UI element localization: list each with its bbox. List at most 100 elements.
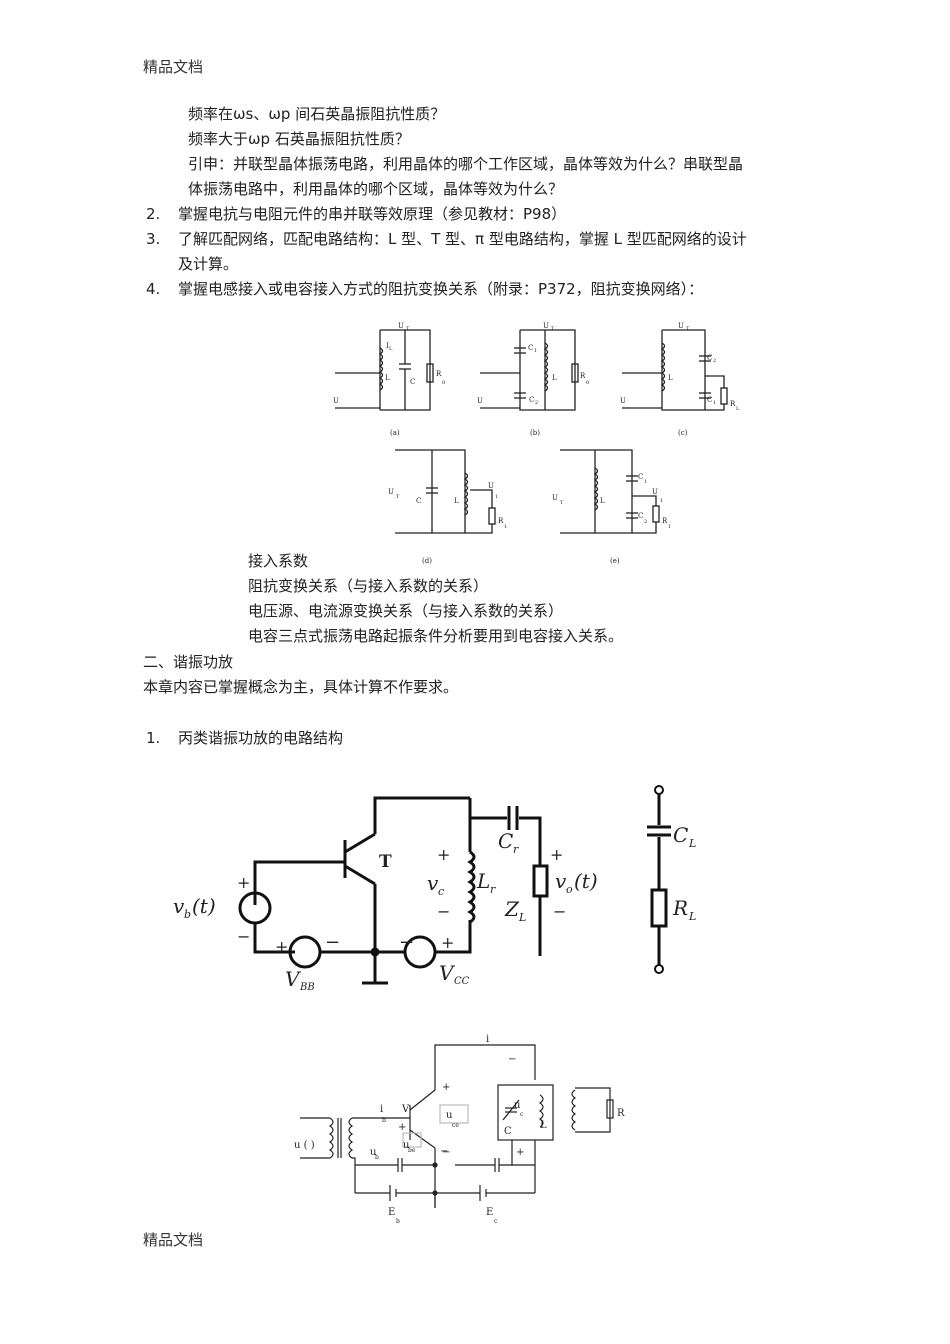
sub-item-2: 阻抗变换关系（与接入系数的关系） [248,577,489,595]
section-description: 本章内容已掌握概念为主，具体计算不作要求。 [143,678,459,696]
svg-text:T: T [551,326,555,332]
class-c-transformer-circuit: i ib V + uce ube + − ub u ( ) uc C L R −… [294,1034,625,1225]
svg-text:L: L [454,497,459,505]
svg-text:(b): (b) [530,429,540,437]
svg-text:CC: CC [454,976,470,987]
svg-text:L: L [389,346,393,352]
item-3-number: 3. [146,230,161,248]
question-line-2: 频率大于ωp 石英晶振阻抗性质？ [188,130,410,148]
svg-text:ce: ce [452,1122,459,1129]
page-footer: 精品文档 [143,1231,204,1249]
svg-text:(e): (e) [610,557,620,565]
svg-text:T: T [560,500,564,506]
svg-text:V: V [401,1104,410,1115]
svg-text:R: R [580,372,586,380]
svg-text:0: 0 [586,380,589,386]
svg-text:1: 1 [495,494,498,500]
svg-text:L: L [518,911,526,924]
svg-text:R: R [498,517,504,525]
svg-text:(t): (t) [574,869,598,893]
circuit-c [622,329,728,411]
sub-item-1: 接入系数 [248,552,309,570]
circuit-b [480,329,579,411]
item-1-text: 丙类谐振功放的电路结构 [178,729,344,747]
question-line-4: 体振荡电路中，利用晶体的哪个区域，晶体等效为什么？ [188,180,564,198]
svg-text:R: R [436,370,442,378]
circuit-d [395,449,496,534]
svg-text:2: 2 [644,519,647,525]
svg-text:I: I [386,342,389,350]
svg-text:R: R [672,896,688,920]
svg-text:C: C [410,378,415,386]
svg-text:be: be [408,1147,416,1154]
svg-text:r: r [513,843,519,856]
svg-text:C: C [707,396,712,404]
svg-text:C: C [528,344,533,352]
svg-text:T: T [396,494,400,500]
svg-text:U: U [477,397,483,405]
svg-text:1: 1 [534,348,537,354]
svg-text:U: U [488,482,494,490]
svg-text:−: − [325,932,340,953]
svg-text:−: − [442,1147,450,1158]
svg-text:V: V [439,961,456,985]
item-2-number: 2. [146,205,161,223]
svg-text:b: b [382,1117,386,1124]
svg-text:−: − [237,927,250,946]
svg-text:C: C [707,354,712,362]
svg-text:U: U [388,488,394,496]
svg-text:r: r [490,883,496,896]
svg-text:u: u [446,1110,453,1121]
item-3-text: 了解匹配网络，匹配电路结构：L 型、T 型、π 型电路结构，掌握 L 型匹配网络… [178,230,747,248]
svg-text:C: C [638,512,643,520]
svg-text:0: 0 [442,380,445,386]
svg-text:c: c [520,1111,524,1118]
svg-text:b: b [375,1154,379,1161]
svg-text:b: b [396,1218,400,1225]
svg-text:T: T [406,326,410,332]
svg-text:v: v [427,871,439,895]
svg-text:+: + [398,1122,406,1133]
circuit-a [335,329,434,411]
question-line-3: 引申：并联型晶体振荡电路，利用晶体的哪个工作区域，晶体等效为什么？串联型晶 [188,155,744,173]
svg-text:U: U [398,322,404,330]
svg-text:u ( ): u ( ) [294,1140,315,1151]
svg-text:1: 1 [668,524,671,530]
svg-text:v: v [555,869,567,893]
item-2-text: 掌握电抗与电阻元件的串并联等效原理（参见教材：P98） [178,205,567,223]
svg-text:L: L [385,374,390,382]
svg-text:C: C [638,473,643,481]
svg-text:i: i [486,1034,489,1045]
svg-text:R: R [617,1108,625,1119]
svg-text:C: C [504,1126,512,1137]
svg-text:2: 2 [713,358,716,364]
svg-text:C: C [529,396,534,404]
question-line-1: 频率在ωs、ωp 间石英晶振阻抗性质？ [188,105,446,123]
svg-text:+: + [442,1082,450,1093]
svg-text:T: T [686,326,690,332]
svg-text:+: + [516,1147,524,1158]
svg-text:L: L [668,374,673,382]
svg-text:v: v [173,894,185,918]
svg-text:o: o [566,883,573,896]
svg-text:E: E [388,1207,395,1218]
svg-text:(c): (c) [678,429,688,437]
svg-text:L: L [688,837,696,850]
svg-text:BB: BB [299,982,315,993]
svg-text:R: R [730,400,736,408]
svg-text:1: 1 [660,498,663,504]
svg-text:(t): (t) [192,894,216,918]
section-heading: 二、谐振功放 [143,653,234,671]
svg-text:C: C [673,823,688,847]
svg-text:u: u [514,1100,521,1111]
svg-text:+: + [237,873,250,892]
svg-text:R: R [662,517,668,525]
svg-text:L: L [600,497,605,505]
page-header: 精品文档 [143,58,204,76]
item-1-number: 1. [146,729,161,747]
svg-text:b: b [184,908,191,921]
svg-text:i: i [380,1104,383,1115]
svg-text:(a): (a) [390,429,400,437]
svg-text:c: c [494,1218,498,1225]
